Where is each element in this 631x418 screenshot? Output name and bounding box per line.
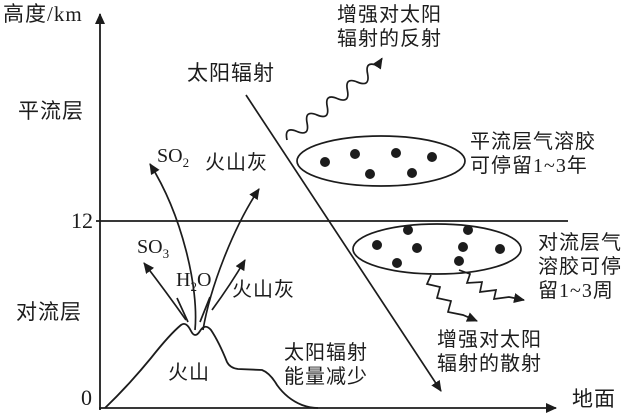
h2o-post: O (196, 269, 212, 291)
reflection-line2: 辐射的反射 (337, 28, 442, 50)
y-axis-label: 高度/km (3, 2, 83, 26)
solar-radiation-arrow (245, 94, 442, 392)
ash-lower-eruption-arrow (211, 259, 246, 311)
so2-label: SO2 (157, 145, 189, 174)
so3-subscript: 3 (162, 246, 170, 261)
tropospheric-aerosol-label: 对流层气 溶胶可停 留1~3周 (538, 231, 622, 303)
scattering-line2: 辐射的散射 (437, 353, 542, 375)
origin-tick-value: 0 (81, 385, 92, 410)
scattering-arrow-left (425, 274, 478, 322)
stratospheric-aerosol-label: 平流层气溶胶 可停留1~3年 (470, 130, 596, 178)
trop-aerosol-line1: 对流层气 (538, 232, 622, 254)
scattering-line1: 增强对太阳 (437, 329, 542, 351)
tropospheric-aerosol-cloud (352, 223, 522, 275)
ground-label: 地面 (572, 387, 616, 411)
so3-eruption-arrow (143, 262, 187, 321)
so3-base: SO (137, 236, 163, 258)
reflection-wavy-arrow (285, 57, 383, 141)
energy-reduced-label: 太阳辐射 能量减少 (284, 341, 368, 389)
h2o-label: H2O (176, 269, 211, 298)
stratospheric-aerosol-dots (320, 148, 437, 179)
reflection-line1: 增强对太阳 (337, 4, 442, 26)
stratospheric-aerosol-ellipse (296, 135, 466, 187)
so2-eruption-arrow (149, 163, 197, 331)
volcano-label: 火山 (168, 362, 210, 384)
trop-aerosol-line2: 溶胶可停 (538, 256, 622, 278)
tropopause-tick-value: 12 (71, 208, 93, 233)
stratospheric-aerosol-cloud (296, 135, 466, 187)
h2o-pre: H (176, 269, 191, 291)
troposphere-label: 对流层 (16, 300, 82, 324)
so3-label: SO3 (137, 236, 169, 265)
strat-aerosol-line1: 平流层气溶胶 (470, 131, 596, 153)
trop-aerosol-line3: 留1~3周 (538, 280, 614, 302)
stratosphere-label: 平流层 (18, 99, 84, 123)
volcanic-ash-upper-label: 火山灰 (205, 152, 268, 174)
volcanic-ash-lower-label: 火山灰 (232, 279, 295, 301)
so2-subscript: 2 (182, 155, 190, 170)
volcano-outline (104, 322, 319, 409)
h2o-subscript: 2 (190, 279, 197, 294)
solar-radiation-label: 太阳辐射 (187, 61, 275, 85)
reflection-label: 增强对太阳 辐射的反射 (337, 3, 442, 51)
eruption-plume-lines (176, 296, 211, 323)
strat-aerosol-line2: 可停留1~3年 (470, 155, 588, 177)
energy-reduced-line1: 太阳辐射 (284, 342, 368, 364)
scattering-label: 增强对太阳 辐射的散射 (437, 328, 542, 376)
so2-base: SO (157, 145, 183, 167)
scattering-arrow-right (458, 269, 525, 303)
tropospheric-aerosol-dots (372, 225, 505, 268)
energy-reduced-line2: 能量减少 (284, 366, 368, 388)
ash-upper-eruption-arrow (202, 188, 260, 331)
